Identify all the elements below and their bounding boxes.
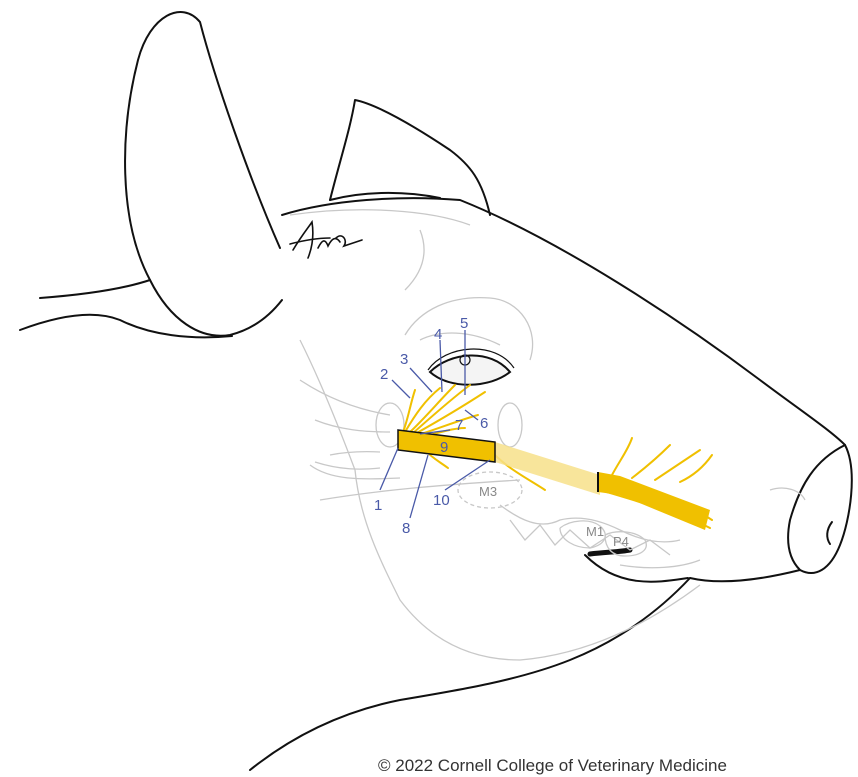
- nerve-label-4: 4: [434, 326, 442, 343]
- copyright-notice: © 2022 Cornell College of Veterinary Med…: [378, 756, 727, 776]
- nerve-label-1: 1: [374, 497, 382, 514]
- skull-outline: [290, 210, 805, 660]
- nerve-label-8: 8: [402, 520, 410, 537]
- nerve-label-9: 9: [440, 439, 448, 456]
- nerve-label-10: 10: [433, 492, 450, 509]
- tooth-labels: M3 M1 P4: [479, 484, 629, 549]
- nerve-label-2: 2: [380, 366, 388, 383]
- tooth-label-m3: M3: [479, 484, 497, 499]
- tooth-label-m1: M1: [586, 524, 604, 539]
- tooth-label-p4: P4: [613, 534, 629, 549]
- nerve-label-6: 6: [480, 415, 488, 432]
- nerve-label-5: 5: [460, 315, 468, 332]
- artist-signature: [290, 222, 362, 258]
- nerve-number-labels: 1 2 3 4 5 6 7 8 9 10: [374, 315, 488, 537]
- nerve-label-3: 3: [400, 351, 408, 368]
- nerve-label-7: 7: [455, 417, 463, 434]
